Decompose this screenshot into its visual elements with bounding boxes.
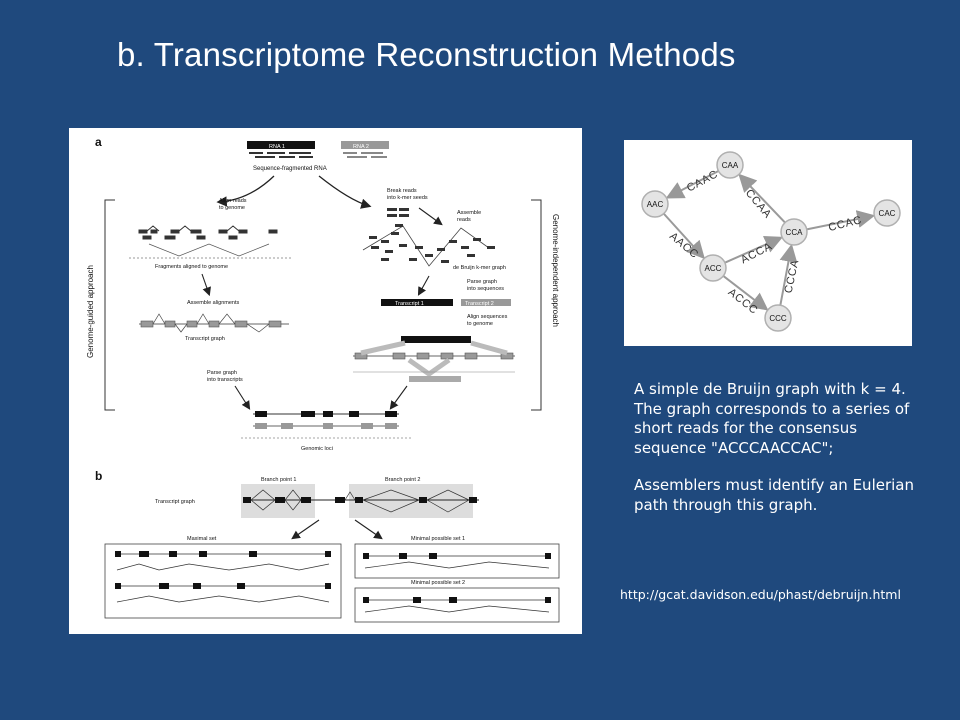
genome-guided-label: Genome-guided approach [86,265,95,358]
branch-point2-box [349,484,473,518]
node-ccc [764,304,792,332]
node-label-ccc: CCC [769,314,787,323]
fragments-aligned-label: Fragments aligned to genome [155,264,228,270]
node-label-aac: AAC [647,200,664,209]
break-reads-line1: Break reads [387,188,417,194]
parse-graph-transcripts-line2: into transcripts [207,377,243,383]
sequence-fragmented-label: Sequence-fragmented RNA [253,166,327,172]
edge-ccca [779,243,798,306]
assemble-alignments-label: Assemble alignments [187,300,240,306]
maximal-set-paths [116,553,330,603]
align-sequences-line2: to genome [467,321,493,327]
caption: A simple de Bruijn graph with k = 4. The… [634,380,934,533]
transcriptome-figure-svg: a b RNA 1 RNA 2 Sequence-fragmented RNA … [86,135,560,623]
node-caa [716,151,744,179]
edge-label-acca: ACCA [739,240,775,266]
node-cac [873,199,901,227]
rna2-label: RNA 2 [353,144,369,150]
transcript2-bar [461,299,511,306]
edge-caac [665,170,719,199]
aligned-fragments [138,225,278,240]
node-cca [780,218,808,246]
panel-b-label: b [95,469,102,483]
parse-graph-transcripts-line1: Parse graph [207,370,237,376]
minimal-set2-box [354,587,560,623]
node-label-acc: ACC [705,264,722,273]
node-acc [699,254,727,282]
rna1-bar [247,141,315,149]
transcript2-label: Transcript 2 [465,301,494,307]
source-url: http://gcat.davidson.edu/phast/debruijn.… [620,587,901,602]
node-aac [641,190,669,218]
transcript-graph-b-label: Transcript graph [155,499,195,505]
rna-fragments [249,152,387,158]
break-reads-line2: into k-mer seeds [387,195,428,201]
edge-label-ccca: CCCA [783,258,802,294]
transcriptome-figure: a b RNA 1 RNA 2 Sequence-fragmented RNA … [69,128,582,634]
align-reads-line2: to genome [219,205,245,211]
transcript1-label: Transcript 1 [395,301,424,307]
caption-paragraph-2: Assemblers must identify an Eulerian pat… [634,476,914,514]
minimal-set2-exons [363,597,551,603]
minimal-set1-box [354,543,560,579]
minimal-set1-label: Minimal possible set 1 [411,536,465,542]
parse-graph-seq-line2: into sequences [467,286,504,292]
aligned-transcript1 [401,336,471,343]
align-sequences-line1: Align sequences [467,314,508,320]
node-label-cca: CCA [786,228,804,237]
edge-ccac [806,210,876,231]
edge-aacc [662,212,705,260]
assemble-reads-line2: reads [457,217,471,223]
slide-title: b. Transcriptome Reconstruction Methods [117,36,736,73]
edge-label-caac: CAAC [685,168,720,194]
maximal-set-exons [115,551,331,589]
debruijn-graph-label: de Bruijn k-mer graph [453,265,506,271]
kmer-reads [369,208,495,263]
edge-label-ccaa: CCAA [743,187,774,221]
parse-graph-seq-line1: Parse graph [467,279,497,285]
minimal-set1-exons [363,553,551,559]
caption-paragraph-1: A simple de Bruijn graph with k = 4. The… [634,380,910,457]
edge-ccaa [738,173,786,224]
assemble-reads-line1: Assemble [457,210,481,216]
minimal-set2-label: Minimal possible set 2 [411,580,465,586]
maximal-set-label: Maximal set [187,536,217,542]
branch-point2-label: Branch point 2 [385,477,420,483]
transcript-graph-b-exons [243,497,477,503]
genomic-loci-exons-2 [255,423,397,429]
edge-label-ccac: CCAC [827,214,863,234]
rna1-label: RNA 1 [269,144,285,150]
edge-accc [722,275,769,311]
edge-acca [724,235,784,264]
node-label-caa: CAA [722,161,739,170]
transcript-graph-a-label: Transcript graph [185,336,225,342]
panel-a-label: a [95,135,102,149]
genome-independent-label: Genome-independent approach [551,214,560,327]
rna2-bar [341,141,389,149]
transcript1-bar [381,299,453,306]
genomic-loci-exons-1 [255,411,397,417]
align-reads-line1: Align reads [219,198,247,204]
branch-point1-label: Branch point 1 [261,477,296,483]
aligned-transcript2 [409,376,461,382]
genomic-loci-label: Genomic loci [301,446,333,452]
node-label-cac: CAC [879,209,896,218]
